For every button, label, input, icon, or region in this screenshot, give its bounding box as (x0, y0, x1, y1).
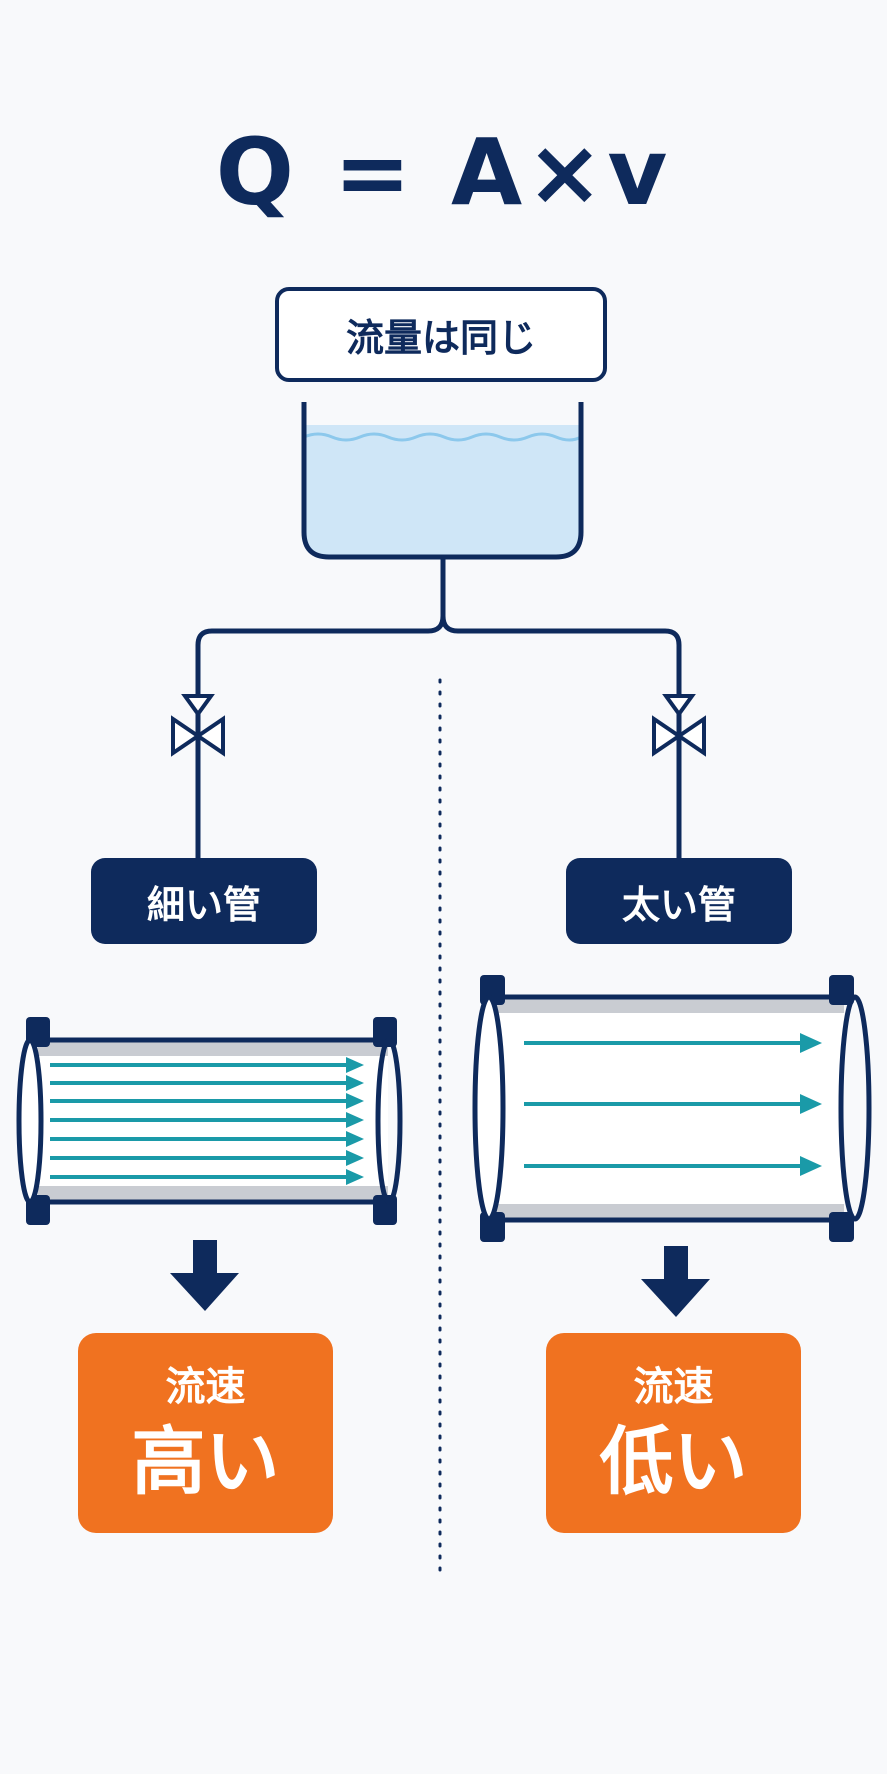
high-velocity-result: 流速 高い (78, 1333, 333, 1533)
result-left-line1: 流速 (165, 1364, 246, 1410)
result-right-line2: 低い (599, 1419, 748, 1505)
thin-pipe (16, 1017, 403, 1225)
right-valve-icon (652, 694, 706, 757)
branch-pipes (195, 557, 682, 860)
formula: Q = A×v (215, 119, 672, 226)
right-down-arrow-icon (641, 1246, 710, 1317)
thick-pipe-label: 太い管 (566, 858, 792, 944)
same-flow-label: 流量は同じ (275, 287, 607, 382)
right-branch-pipe (440, 615, 682, 860)
low-velocity-result: 流速 低い (546, 1333, 801, 1533)
result-left-line2: 高い (131, 1419, 280, 1505)
result-right-line1: 流速 (633, 1364, 714, 1410)
left-valve-icon (171, 694, 225, 757)
thick-pipe (472, 975, 872, 1242)
thin-pipe-label: 細い管 (91, 858, 317, 944)
thin-pipe-flow-arrows (50, 1063, 350, 1179)
thick-pipe-flow-arrows (524, 1041, 805, 1168)
tank-water (304, 425, 581, 557)
water-tank (301, 402, 584, 560)
water-surface-wave (303, 432, 582, 442)
left-down-arrow-icon (170, 1240, 239, 1311)
left-branch-pipe (195, 557, 446, 860)
